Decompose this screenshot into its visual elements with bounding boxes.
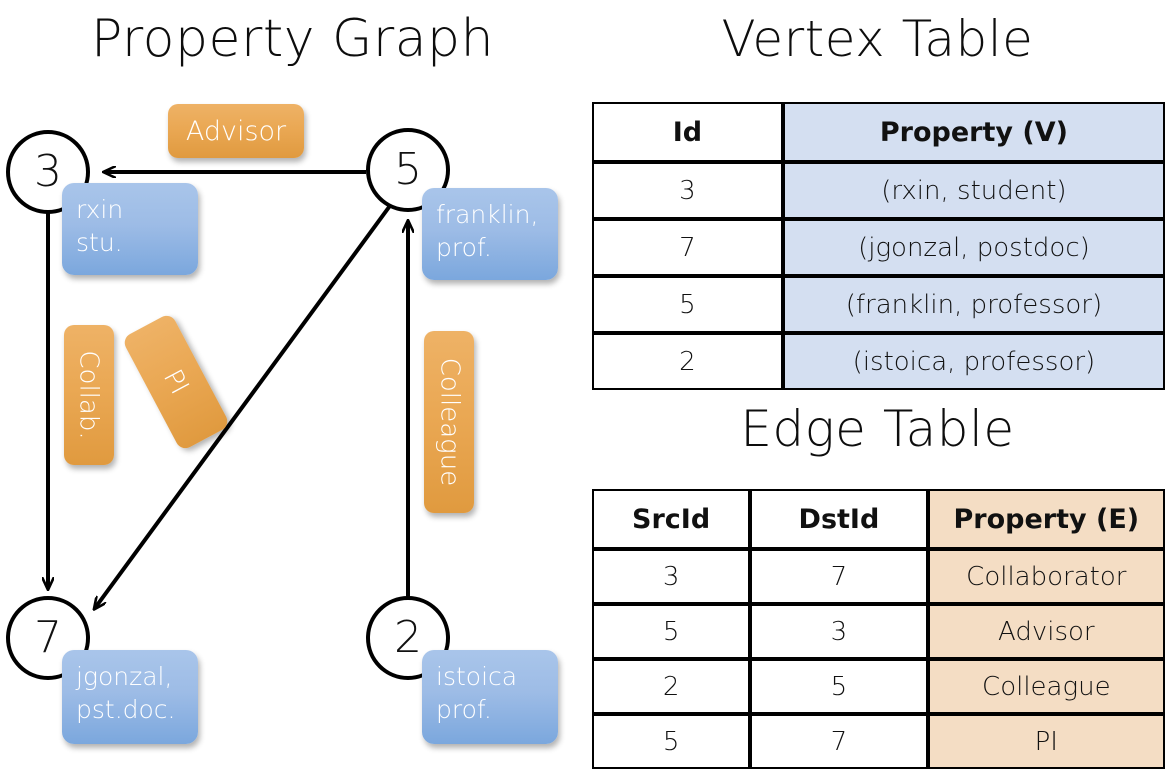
- vertex-property-box-3-line2: stu.: [76, 228, 123, 257]
- edge-table-cell-dstid: 5: [750, 659, 928, 714]
- vertex-table-cell-property: (istoica, professor): [782, 333, 1165, 390]
- graph-node-3-label: 3: [34, 146, 62, 197]
- table-row[interactable]: 5 (franklin, professor): [592, 276, 1165, 333]
- edge-table-cell-srcid: 5: [592, 714, 751, 769]
- edge-table-cell-dstid: 7: [750, 714, 928, 769]
- vertex-table-header-property: Property (V): [782, 102, 1165, 162]
- edge-table-cell-srcid: 2: [592, 659, 751, 714]
- vertex-table-cell-property: (franklin, professor): [782, 276, 1165, 333]
- vertex-table: Id Property (V) 3 (rxin, student) 7 (jgo…: [592, 102, 1165, 390]
- edge-label-advisor-text: Advisor: [185, 115, 287, 147]
- vertex-table-cell-id: 3: [592, 162, 783, 219]
- edge-arrow-5-to-7: [95, 201, 394, 608]
- vertex-table-cell-id: 5: [592, 276, 783, 333]
- graph-node-2[interactable]: 2: [366, 596, 450, 680]
- table-row[interactable]: 7 (jgonzal, postdoc): [592, 219, 1165, 276]
- edge-table-cell-property: Collaborator: [927, 549, 1165, 604]
- edge-label-colleague[interactable]: Colleague: [424, 331, 474, 513]
- vertex-property-box-2[interactable]: istoica prof.: [422, 650, 558, 744]
- edge-table-cell-srcid: 5: [592, 604, 751, 659]
- vertex-property-box-3-line1: rxin: [76, 195, 124, 224]
- vertex-table-header-row: Id Property (V): [592, 102, 1165, 162]
- vertex-property-box-7[interactable]: jgonzal, pst.doc.: [62, 650, 198, 744]
- vertex-table-cell-property: (rxin, student): [782, 162, 1165, 219]
- vertex-table-cell-property: (jgonzal, postdoc): [782, 219, 1165, 276]
- edge-table-cell-dstid: 3: [750, 604, 928, 659]
- vertex-property-box-5[interactable]: franklin, prof.: [422, 188, 558, 280]
- property-graph-diagram: 3 5 7 2 rxin stu. franklin, prof. jgonza…: [0, 0, 585, 760]
- edge-table-header-dstid: DstId: [750, 489, 928, 549]
- vertex-property-box-7-line2: pst.doc.: [76, 695, 176, 724]
- graph-node-5-label: 5: [394, 144, 422, 195]
- edge-table-cell-property: Advisor: [927, 604, 1165, 659]
- graph-edge-arrows: [0, 0, 585, 760]
- edge-table-header-srcid: SrcId: [592, 489, 751, 549]
- edge-table-cell-property: Colleague: [927, 659, 1165, 714]
- table-row[interactable]: 5 7 PI: [592, 714, 1165, 769]
- table-row[interactable]: 2 (istoica, professor): [592, 333, 1165, 390]
- vertex-property-box-5-line2: prof.: [436, 233, 492, 262]
- vertex-property-box-3[interactable]: rxin stu.: [62, 183, 198, 275]
- graph-node-5[interactable]: 5: [366, 128, 450, 212]
- vertex-property-box-2-line2: prof.: [436, 695, 492, 724]
- page-title-vertex-table: Vertex Table: [721, 10, 1034, 68]
- table-row[interactable]: 2 5 Colleague: [592, 659, 1165, 714]
- edge-table-cell-srcid: 3: [592, 549, 751, 604]
- edge-label-colleague-text: Colleague: [434, 357, 465, 487]
- edge-table-header-row: SrcId DstId Property (E): [592, 489, 1165, 549]
- vertex-table-cell-id: 7: [592, 219, 783, 276]
- edge-table: SrcId DstId Property (E) 3 7 Collaborato…: [592, 489, 1165, 769]
- vertex-table-header-id: Id: [592, 102, 783, 162]
- edge-label-pi-text: PI: [157, 364, 195, 400]
- edge-label-collab-text: Collab.: [74, 350, 104, 440]
- table-row[interactable]: 5 3 Advisor: [592, 604, 1165, 659]
- table-row[interactable]: 3 7 Collaborator: [592, 549, 1165, 604]
- edge-table-cell-dstid: 7: [750, 549, 928, 604]
- edge-table-cell-property: PI: [927, 714, 1165, 769]
- vertex-property-box-7-line1: jgonzal,: [76, 662, 173, 691]
- graph-node-2-label: 2: [394, 612, 422, 663]
- edge-table-header-property: Property (E): [927, 489, 1165, 549]
- vertex-table-cell-id: 2: [592, 333, 783, 390]
- vertex-property-box-5-line1: franklin,: [436, 200, 539, 229]
- edge-label-advisor[interactable]: Advisor: [168, 104, 304, 158]
- graph-node-7-label: 7: [34, 612, 62, 663]
- edge-label-collab[interactable]: Collab.: [64, 325, 114, 465]
- page-title-property-graph: Property Graph: [90, 9, 495, 69]
- vertex-property-box-2-line1: istoica: [436, 662, 518, 691]
- table-row[interactable]: 3 (rxin, student): [592, 162, 1165, 219]
- page-title-edge-table: Edge Table: [740, 400, 1015, 458]
